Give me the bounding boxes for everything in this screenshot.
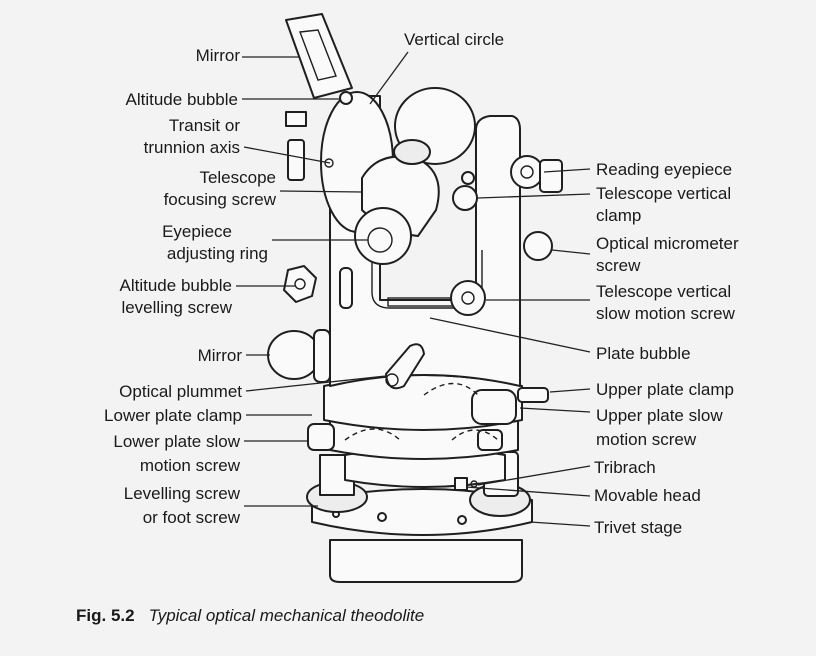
theodolite-illustration [236, 13, 591, 583]
label-levelling-2: or foot screw [142, 508, 240, 527]
upper-plate-clamp [517, 387, 549, 403]
eyepiece-ring [354, 207, 412, 265]
mirror-glass [299, 29, 337, 81]
label-tel-slow-2: slow motion screw [596, 304, 735, 323]
clamp-bolt [461, 171, 475, 185]
label-tel-vclamp-2: clamp [596, 206, 642, 225]
label-lower-plate-clamp: Lower plate clamp [104, 406, 242, 425]
label-levelling-1: Levelling screw [123, 484, 240, 503]
lower-slow-screw-right [477, 429, 503, 451]
label-eyepiece-2: adjusting ring [166, 244, 268, 263]
lower-plate-hidden-edge [344, 428, 401, 441]
leader-lines-right [369, 51, 591, 527]
optical-plummet [385, 343, 425, 390]
optical-micrometer-screw [523, 231, 553, 261]
label-trivet-stage: Trivet stage [594, 518, 683, 537]
label-lower-slow-2: motion screw [139, 456, 240, 475]
trivet-screw [457, 515, 467, 525]
label-plate-bubble: Plate bubble [596, 344, 691, 363]
label-tel-vclamp-1: Telescope vertical [596, 184, 732, 203]
axis-point [324, 158, 334, 168]
lower-slow-screw [307, 423, 335, 451]
label-reading-eyepiece: Reading eyepiece [596, 160, 733, 179]
trivet-screw [377, 512, 387, 522]
label-mirror-top: Mirror [195, 46, 240, 65]
label-telescope-focus-1: Telescope [199, 168, 276, 187]
figure-caption: Fig. 5.2 Typical optical mechanical theod… [76, 606, 424, 626]
label-mirror-mid: Mirror [197, 346, 242, 365]
label-transit-axis-2: trunnion axis [143, 138, 240, 157]
label-altitude-levelling-1: Altitude bubble [119, 276, 232, 295]
label-opt-micro-1: Optical micrometer [596, 234, 739, 253]
base-skirt [329, 539, 523, 583]
label-upper-slow-1: Upper plate slow [596, 406, 723, 425]
slot [339, 267, 353, 309]
label-tel-slow-1: Telescope vertical [596, 282, 732, 301]
upper-plate-hidden-edge [423, 382, 479, 396]
reading-eyepiece-lens [520, 165, 534, 179]
levelling-screw-center [294, 278, 306, 290]
label-eyepiece-1: Eyepiece [162, 222, 232, 241]
reading-eyepiece [510, 155, 544, 189]
label-altitude-bubble: Altitude bubble [125, 90, 238, 109]
optical-plummet-lens [385, 373, 399, 387]
label-transit-axis-1: Transit or [168, 116, 240, 135]
label-upper-slow-2: motion screw [596, 430, 697, 449]
telescope-slow-motion-screw [450, 280, 486, 316]
label-upper-plate-clamp: Upper plate clamp [596, 380, 734, 399]
label-opt-micro-2: screw [596, 256, 641, 275]
figure-title: Typical optical mechanical theodolite [148, 606, 425, 625]
label-vertical-circle: Vertical circle [404, 30, 505, 49]
label-lower-slow-1: Lower plate slow [113, 432, 240, 451]
altitude-bubble-knob [339, 91, 353, 105]
mirror-mid [267, 330, 321, 380]
mirror-top [285, 13, 353, 99]
label-altitude-levelling-2: levelling screw [121, 298, 232, 317]
label-movable-head: Movable head [594, 486, 701, 505]
telescope-vertical-clamp [452, 185, 478, 211]
leader-lines-left [236, 56, 387, 507]
upper-slow-screw [471, 389, 517, 425]
bubble-tube [287, 139, 305, 181]
figure-number: Fig. 5.2 [76, 606, 135, 625]
lower-plate-hidden-edge [451, 429, 499, 441]
altitude-bubble [285, 111, 307, 127]
label-telescope-focus-2: focusing screw [163, 190, 276, 209]
label-optical-plummet: Optical plummet [119, 382, 242, 401]
label-tribrach: Tribrach [594, 458, 656, 477]
telescope-focus-knob [393, 139, 431, 165]
reading-eyepiece-tube [539, 159, 563, 193]
telescope-slow-motion-center [461, 291, 475, 305]
altitude-levelling-screw [283, 265, 317, 303]
movable-head-marker [454, 477, 468, 491]
mirror-hinge [313, 329, 331, 383]
